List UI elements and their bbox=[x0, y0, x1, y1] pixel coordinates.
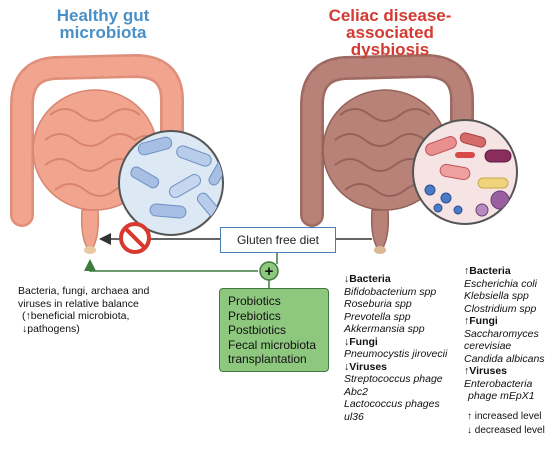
prohibition-icon bbox=[119, 222, 151, 254]
intervention-item: Fecal microbiota bbox=[228, 337, 317, 352]
intervention-item: Postbiotics bbox=[228, 323, 287, 337]
dysbiosis-intestine bbox=[300, 53, 474, 254]
gluten-free-diet-box: Gluten free diet bbox=[220, 227, 336, 253]
plus-icon: + bbox=[259, 261, 279, 281]
arrow-interventions-to-healthy bbox=[84, 259, 258, 272]
healthy-microbiota-magnifier bbox=[118, 130, 224, 236]
intervention-item: Prebiotics bbox=[228, 308, 281, 323]
decreased-microbes-list: ↓Bacteria Bifidobacterium spp Roseburia … bbox=[344, 273, 448, 423]
legend-increased: ↑ increased level bbox=[467, 411, 542, 422]
healthy-title: Healthy gut microbiota bbox=[56, 6, 150, 42]
intervention-item: transplantation bbox=[228, 352, 307, 366]
healthy-description: Bacteria, fungi, archaea and viruses in … bbox=[18, 285, 150, 335]
intervention-item: Probiotics bbox=[228, 294, 281, 308]
celiac-title: Celiac disease- associated dysbiosis bbox=[328, 6, 452, 59]
interventions-box: Probiotics Prebiotics Postbiotics Fecal … bbox=[219, 288, 329, 372]
increased-microbes-list: ↑Bacteria Escherichia coli Klebsiella sp… bbox=[464, 265, 545, 402]
legend-decreased: ↓ decreased level bbox=[467, 424, 545, 436]
legend: ↑ increased level ↓ decreased level bbox=[467, 410, 550, 437]
svg-text:+: + bbox=[265, 263, 274, 280]
dysbiosis-microbiota-magnifier bbox=[412, 119, 518, 225]
